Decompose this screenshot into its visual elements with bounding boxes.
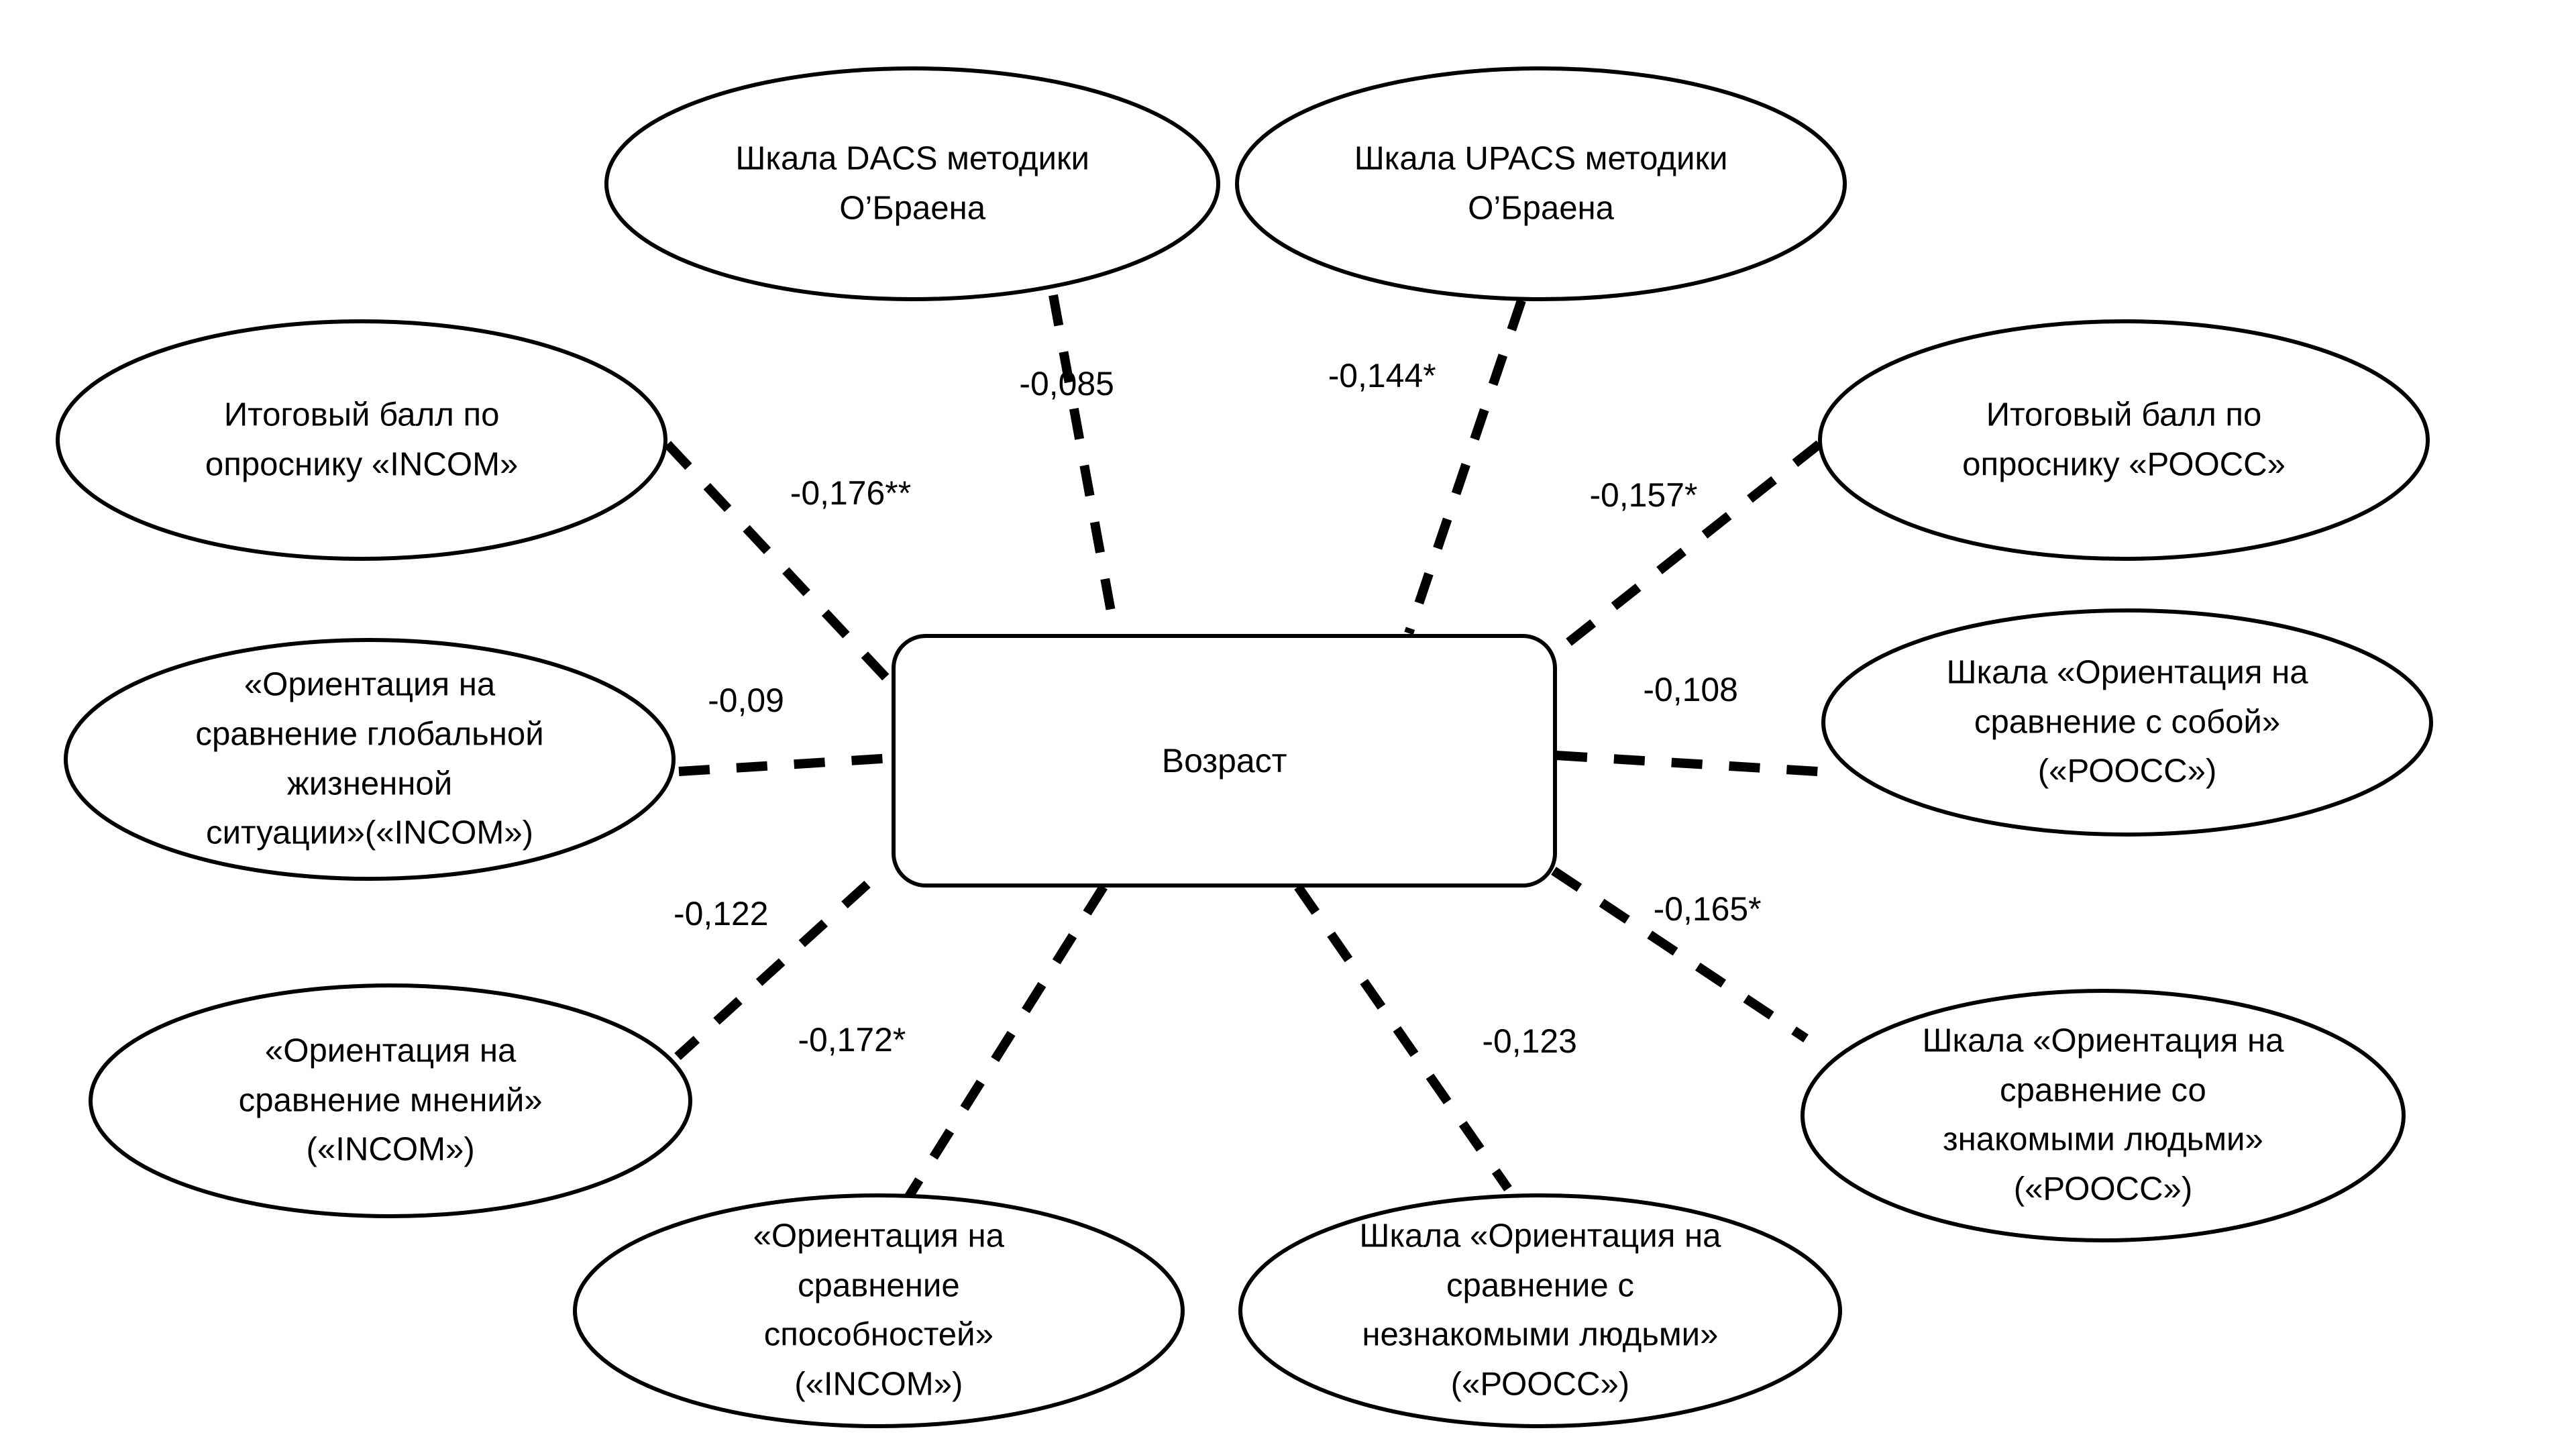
correlation-label-incom-abilities: -0,172* xyxy=(798,1021,906,1059)
center-box xyxy=(892,634,1557,888)
ellipse-upacs-scale xyxy=(1235,66,1847,301)
ellipse-incom-global-situation xyxy=(64,638,676,881)
correlation-label-upacs: -0,144* xyxy=(1328,357,1436,395)
node-label-roocc-self-comparison: Шкала «Ориентация на сравнение с собой» … xyxy=(1946,654,2308,790)
correlation-label-dacs: -0,085 xyxy=(1019,364,1114,402)
correlation-label-roocc-self: -0,108 xyxy=(1643,670,1738,708)
correlation-label-incom-global: -0,09 xyxy=(708,681,784,719)
center-box-label: Возраст xyxy=(1161,742,1287,780)
correlation-label-roocc-acquaintances: -0,165* xyxy=(1653,890,1762,928)
correlation-label-incom-total: -0,176** xyxy=(790,474,912,513)
correlation-label-roocc-total: -0,157* xyxy=(1589,476,1698,515)
node-label-incom-global-situation: «Ориентация на сравнение глобальной жизн… xyxy=(195,666,544,851)
ellipse-roocc-acquaintances xyxy=(1801,989,2406,1242)
connector-incom-opinions xyxy=(674,880,871,1061)
node-label-incom-total-score: Итоговый балл по опроснику «INCOM» xyxy=(205,396,519,482)
ellipse-roocc-total-score xyxy=(1818,319,2430,561)
connector-lines xyxy=(663,294,1840,1202)
node-label-incom-opinions: «Ориентация на сравнение мнений» («INCOM… xyxy=(238,1032,543,1168)
connector-roocc-total xyxy=(1556,440,1823,653)
connector-incom-global xyxy=(678,753,893,776)
node-label-roocc-strangers: Шкала «Ориентация на сравнение с незнако… xyxy=(1359,1218,1721,1403)
correlation-label-roocc-strangers: -0,123 xyxy=(1482,1022,1577,1060)
node-label-upacs-scale: Шкала UPACS методики О’Браена xyxy=(1354,140,1728,227)
connector-roocc-acquaintances xyxy=(1551,867,1809,1042)
ellipse-roocc-self-comparison xyxy=(1821,608,2433,837)
connector-dacs xyxy=(1049,294,1120,635)
correlation-label-incom-opinions: -0,122 xyxy=(674,895,769,933)
connector-incom-abilities xyxy=(903,884,1108,1202)
ellipse-incom-opinions xyxy=(89,983,692,1218)
ellipse-roocc-strangers xyxy=(1238,1193,1842,1428)
connector-roocc-strangers xyxy=(1294,884,1512,1191)
node-label-roocc-acquaintances: Шкала «Ориентация на сравнение со знаком… xyxy=(1922,1022,2284,1208)
node-label-roocc-total-score: Итоговый балл по опроснику «РООСС» xyxy=(1962,396,2286,482)
node-label-incom-abilities: «Ориентация на сравнение способностей» (… xyxy=(753,1218,1005,1403)
ellipse-dacs-scale xyxy=(604,66,1220,301)
node-label-dacs-scale: Шкала DACS методики О’Браена xyxy=(735,140,1089,227)
connector-roocc-self xyxy=(1556,751,1840,777)
connector-upacs xyxy=(1404,299,1526,635)
node-ellipses xyxy=(56,66,2433,1428)
ellipse-incom-total-score xyxy=(56,319,667,561)
ellipse-incom-abilities xyxy=(573,1193,1185,1428)
